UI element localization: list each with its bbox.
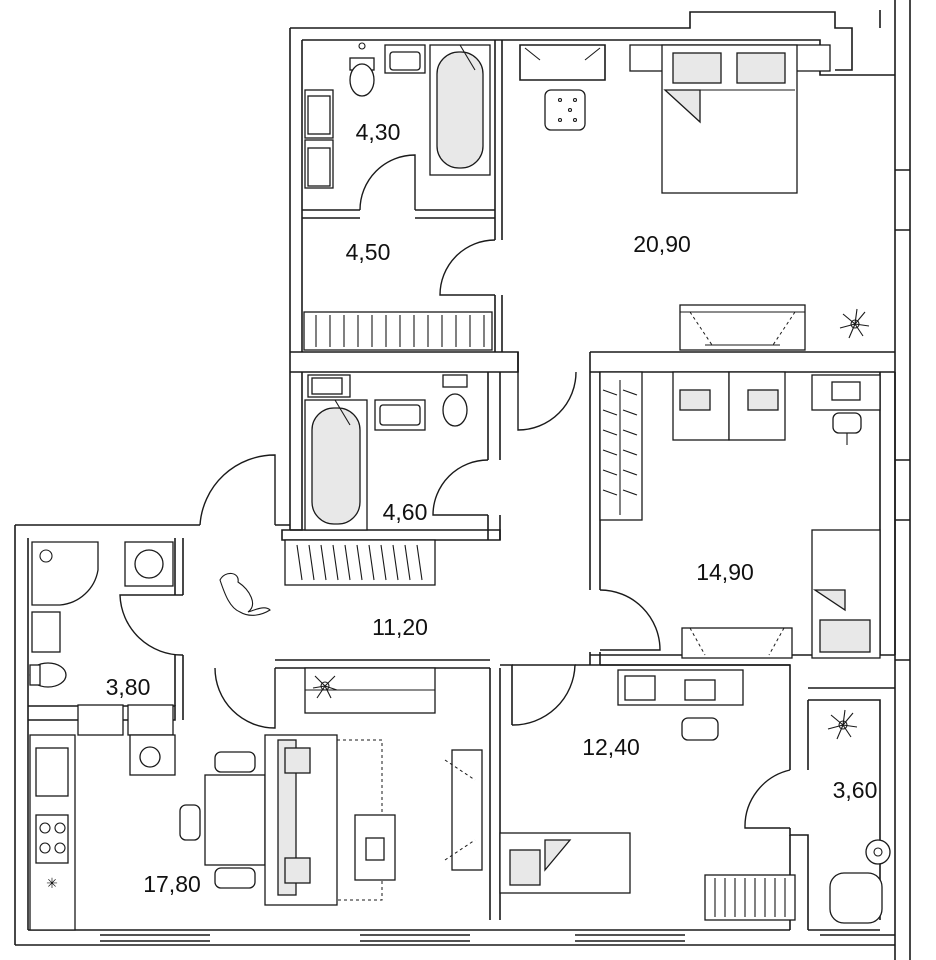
bath-left-fixtures [29, 541, 174, 688]
door-living [214, 667, 276, 729]
svg-text:✳: ✳ [46, 876, 58, 892]
bath-middle-fixtures [304, 374, 468, 531]
area-bedroom-master: 20,90 [633, 231, 691, 257]
area-bath-left: 3,80 [106, 674, 151, 700]
master-bedroom-furniture [519, 44, 870, 351]
balcony-furniture [827, 709, 891, 924]
door-entrance [199, 454, 276, 526]
area-hall: 11,20 [372, 614, 428, 640]
bath-top-fixtures [304, 42, 491, 189]
door-bath-top [359, 154, 416, 211]
corridor-wardrobe [303, 311, 493, 351]
bedroom-right-furniture [599, 371, 881, 659]
living-furniture: ✳ [29, 667, 483, 931]
area-bedroom-right: 14,90 [696, 559, 754, 585]
area-living-kitchen: 17,80 [143, 871, 201, 897]
door-bedroom-right [599, 589, 661, 651]
door-master [517, 371, 577, 431]
interior-walls [28, 40, 896, 931]
door-balcony [744, 769, 791, 829]
area-bath-middle: 4,60 [383, 499, 428, 525]
door-bath-left [119, 594, 184, 656]
door-corridor [439, 239, 496, 296]
area-corridor-top: 4,50 [346, 239, 391, 265]
door-bedroom-bottom [511, 664, 576, 726]
hall-wardrobe [284, 539, 436, 586]
hall-decor [219, 572, 271, 616]
doors [119, 154, 791, 829]
area-bedroom-bottom: 12,40 [582, 734, 640, 760]
area-bath-top: 4,30 [356, 119, 401, 145]
bedroom-bottom-furniture [499, 669, 796, 921]
area-balcony: 3,60 [833, 777, 878, 803]
door-bath-middle [432, 459, 489, 516]
